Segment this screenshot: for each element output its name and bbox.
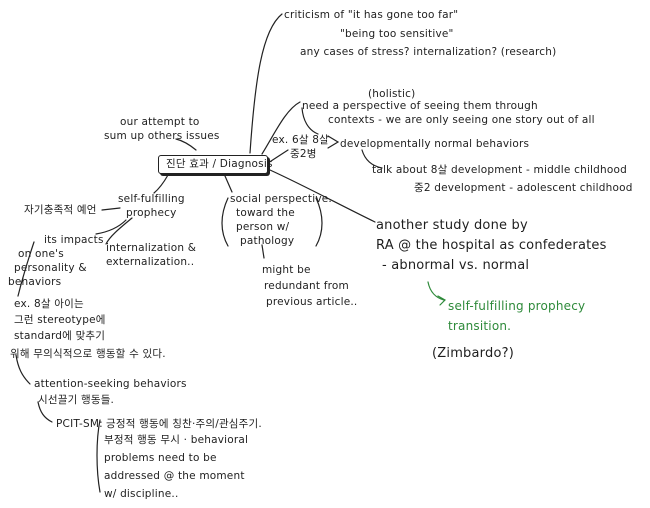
line-to-self-fulfilling (153, 174, 169, 194)
line-to-study (269, 169, 376, 223)
attention-line-1: attention-seeking behaviors (34, 378, 187, 390)
stress-text: any cases of stress? internalization? (r… (300, 46, 557, 58)
sensitive-text: "being too sensitive" (340, 28, 454, 40)
line-to-example (17, 241, 35, 297)
line-holistic-to-dev (301, 107, 319, 135)
pcit-line-1: 긍정적 행동에 칭찬·주의/관심주기. (106, 418, 262, 430)
line-to-criticism (249, 13, 283, 154)
pcit-line-2: 부정적 행동 무시 · behavioral (104, 434, 249, 446)
green-line-2: transition. (448, 319, 512, 333)
line-to-social (224, 175, 233, 193)
sfp-impacts-1: its impacts (44, 234, 104, 246)
green-arrow (427, 281, 446, 306)
sfp-impacts-4: behaviors (8, 276, 62, 288)
line-to-internalization (105, 217, 133, 245)
line-to-attention (15, 354, 31, 385)
line-to-upper-left (175, 138, 197, 151)
dev-example: ex. 6살 8살 (272, 134, 329, 146)
sfp-impacts-3: personality & (14, 262, 87, 274)
green-line-1: self-fulfilling prophecy (448, 299, 586, 313)
line-to-korean (101, 207, 121, 211)
example-line-3: standard에 맞추기 (14, 330, 106, 342)
example-line-2: 그런 stereotype에 (14, 314, 106, 326)
line-to-developmental (267, 149, 289, 164)
line-to-holistic (261, 101, 301, 155)
dev-talk-text: talk about 8살 development - middle child… (372, 164, 628, 176)
sfp-impacts-2: on one's (18, 248, 64, 260)
line-dev-to-talk (361, 149, 383, 169)
attention-line-2: 시선끌기 행동들. (38, 394, 115, 406)
diagnosis-node-label: 진단 효과 / Diagnosis (166, 158, 273, 170)
attempt-text-2: sum up others issues (104, 130, 220, 142)
sfp-internal-2: externalization.. (106, 256, 195, 268)
redundant-line-2: redundant from (264, 280, 349, 292)
dev-adolescent-text: 중2 development - adolescent childhood (414, 182, 633, 194)
attempt-text-1: our attempt to (120, 116, 200, 128)
holistic-line-2: contexts - we are only seeing one story … (328, 114, 595, 126)
sfp-title-1: self-fulfilling (118, 193, 185, 205)
line-to-pcit (37, 401, 53, 423)
diagnosis-node-box (158, 155, 268, 174)
redundant-line-1: might be (262, 264, 311, 276)
redundant-line-3: previous article.. (266, 296, 358, 308)
dev-example-2: 중2병 (290, 148, 317, 160)
bracket-social-left (221, 197, 229, 247)
sfp-title-2: prophecy (126, 207, 177, 219)
social-line-4: pathology (240, 235, 295, 247)
example-line-4: 위해 무의식적으로 행동할 수 있다. (10, 348, 166, 360)
pcit-line-3: problems need to be (104, 452, 217, 464)
holistic-line-1: need a perspective of seeing them throug… (302, 100, 538, 112)
social-line-3: person w/ (236, 221, 290, 233)
holistic-note: (holistic) (368, 88, 416, 100)
pcit-line-4: addressed @ the moment (104, 470, 245, 482)
social-line-1: social perspective. (230, 193, 332, 205)
pcit-line-5: w/ discipline.. (104, 488, 179, 500)
line-to-impacts (95, 219, 127, 235)
study-line-2: RA @ the hospital as confederates (376, 238, 607, 253)
dev-arrow (327, 135, 340, 149)
sfp-korean: 자기충족적 예언 (24, 204, 97, 216)
criticism-text: criticism of "it has gone too far" (284, 9, 459, 21)
line-pcit-bracket (96, 419, 101, 493)
example-line-1: ex. 8살 아이는 (14, 298, 84, 310)
bracket-social-right (315, 197, 323, 247)
line-social-to-redundant (261, 244, 265, 259)
social-line-2: toward the (236, 207, 295, 219)
zimbardo-text: (Zimbardo?) (432, 346, 514, 361)
sfp-internal-1: internalization & (106, 242, 197, 254)
study-line-1: another study done by (376, 218, 528, 233)
pcit-label: PCIT-SM: (56, 418, 103, 430)
study-line-3: - abnormal vs. normal (382, 258, 530, 273)
dev-normal-text: developmentally normal behaviors (340, 138, 530, 150)
